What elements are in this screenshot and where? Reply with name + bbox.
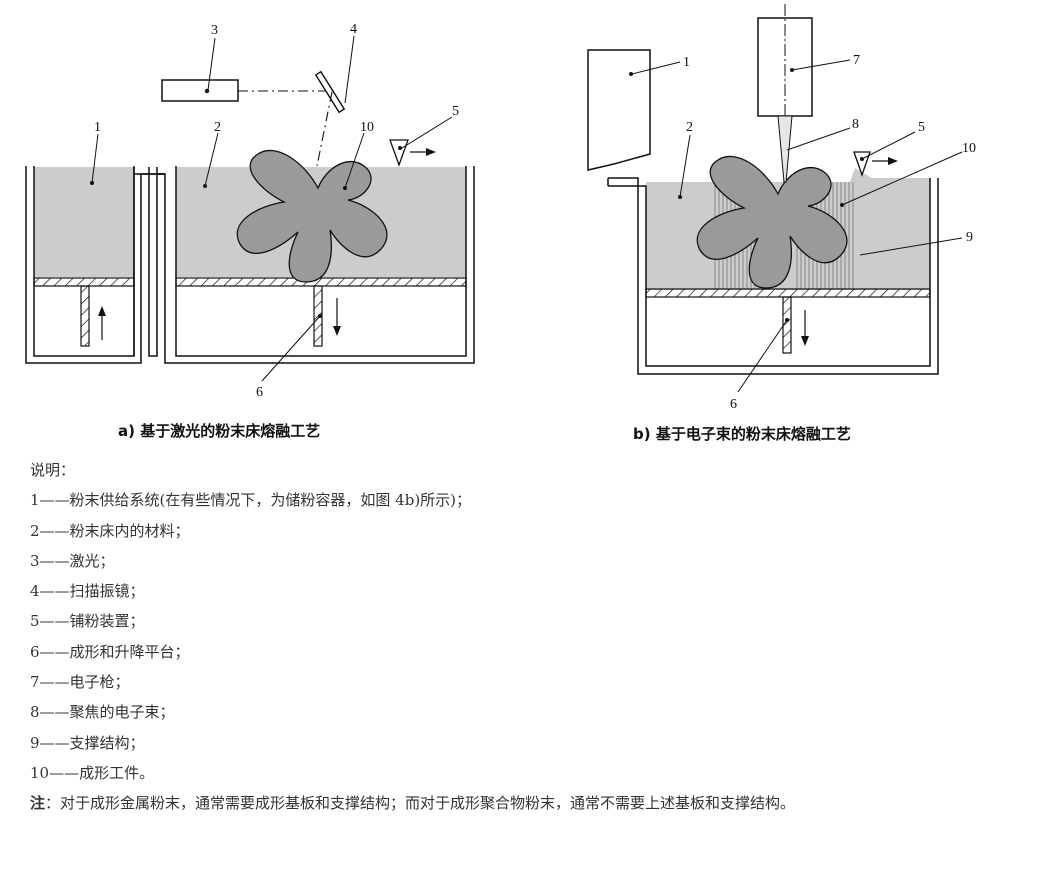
label-b-8: 8 [852,117,859,132]
legend-item: 4——扫描振镜； [30,582,145,601]
legend-item: 1——粉末供给系统(在有些情况下，为储粉容器，如图 4b)所示)； [30,491,472,510]
caption-a: a) 基于激光的粉末床熔融工艺 [118,422,320,440]
label-a-10: 10 [360,120,374,135]
legend-item: 6——成形和升降平台； [30,642,190,661]
note-text: ：对于成形金属粉末，通常需要成形基板和支撑结构；而对于成形聚合物粉末，通常不需要… [45,794,796,813]
process-figure: 1 2 3 4 5 6 10 a) 基于激光的粉末床熔融工艺 [25,4,976,443]
label-a-4: 4 [350,22,357,37]
recoater-b [853,151,871,177]
scanner-mirror [314,70,346,114]
label-a-6: 6 [256,385,263,400]
panel-a: 1 2 3 4 5 6 10 a) 基于激光的粉末床熔融工艺 [25,22,475,440]
pbf-diagram-svg: 1 2 3 4 5 6 10 a) 基于激光的粉末床熔融工艺 [25,4,976,443]
legend-item: 5——铺粉装置； [30,612,145,631]
laser-source [161,79,239,102]
label-b-10: 10 [962,141,976,156]
label-a-5: 5 [452,104,459,119]
build-platform-b [645,288,931,298]
legend-item: 2——粉末床内的材料； [30,521,190,540]
label-b-9: 9 [966,230,973,245]
caption-b: b) 基于电子束的粉末床熔融工艺 [633,425,851,443]
note: 注：对于成形金属粉末，通常需要成形基板和支撑结构；而对于成形聚合物粉末，通常不需… [30,788,1030,818]
label-b-6: 6 [730,397,737,412]
label-b-2: 2 [686,120,693,135]
label-b-5: 5 [918,120,925,135]
powder-supply-a [34,167,134,277]
supply-platform-a [33,277,135,287]
label-a-2: 2 [214,120,221,135]
legend: 说明： 1——粉末供给系统(在有些情况下，为储粉容器，如图 4b)所示)； 2—… [30,455,1030,819]
legend-title: 说明： [30,461,76,479]
note-label: 注 [30,794,46,813]
label-b-1: 1 [683,55,690,70]
build-platform-a [175,277,467,287]
powder-hopper [587,49,651,171]
label-a-1: 1 [94,120,101,135]
legend-item: 3——激光； [30,551,115,570]
legend-item: 7——电子枪； [30,673,130,692]
panel-b: 1 2 5 6 7 8 9 10 b) 基于电子束的粉末床熔融工艺 [587,4,976,443]
legend-item: 9——支撑结构； [30,733,145,752]
label-b-7: 7 [853,53,860,68]
label-a-3: 3 [211,23,218,38]
legend-item: 8——聚焦的电子束； [30,703,175,722]
recoater-a [389,139,409,167]
electron-beam [777,115,793,183]
legend-item: 10——成形工件。 [30,763,155,782]
